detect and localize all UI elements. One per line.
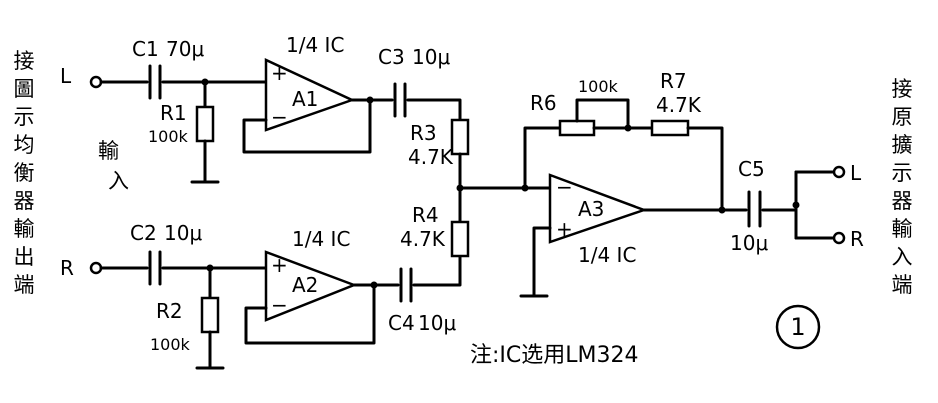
terminal-label-in-l: L bbox=[60, 64, 72, 88]
right-label-char: 擴 bbox=[892, 133, 913, 157]
resistor-r6 bbox=[558, 119, 596, 137]
terminal-label-out-r: R bbox=[850, 227, 864, 251]
wire bbox=[686, 126, 724, 212]
feedback-wire bbox=[523, 126, 562, 190]
resistor-r7 bbox=[650, 119, 690, 137]
c1-name: C1 bbox=[132, 37, 159, 61]
c4-name: C4 bbox=[388, 311, 415, 335]
capacitor-c2 bbox=[148, 250, 162, 286]
a2-name: A2 bbox=[292, 273, 318, 297]
r1-value: 100k bbox=[148, 127, 189, 146]
resistor-r3 bbox=[450, 118, 470, 156]
wire bbox=[532, 226, 552, 298]
left-label-char: 衡 bbox=[14, 161, 35, 185]
right-label-char: 輸 bbox=[892, 217, 913, 241]
note-text: 注:IC选用LM324 bbox=[470, 343, 639, 368]
c3-name: C3 bbox=[378, 45, 405, 69]
resistor-r2 bbox=[200, 296, 220, 334]
junction-dot bbox=[624, 124, 632, 132]
capacitor-c4 bbox=[399, 267, 413, 303]
c5-value: 10μ bbox=[730, 231, 768, 255]
a2-fraction: 1/4 IC bbox=[292, 227, 350, 251]
left-label-char: 接 bbox=[14, 49, 35, 73]
terminal-label-out-l: L bbox=[850, 161, 862, 185]
r2-name: R2 bbox=[156, 299, 183, 323]
feedback-wire-a2 bbox=[244, 283, 376, 345]
r4-name: R4 bbox=[412, 203, 439, 227]
output-stage: C5 10μ L R bbox=[730, 157, 864, 255]
r2-value: 100k bbox=[150, 335, 191, 354]
left-label-char: 圖 bbox=[14, 77, 35, 101]
output-terminal-r bbox=[832, 231, 846, 245]
feedback-wire-a1 bbox=[242, 98, 372, 154]
left-side-label: 接 圖 示 均 衡 器 輸 出 端 bbox=[14, 49, 35, 297]
capacitor-c5 bbox=[747, 190, 762, 228]
opamp-a2 bbox=[264, 250, 358, 322]
r6-name: R6 bbox=[530, 91, 557, 115]
figure-number-circle bbox=[775, 304, 821, 350]
a3-fraction: 1/4 IC bbox=[578, 243, 636, 267]
figure-number: 1 bbox=[790, 313, 805, 341]
plus-sign: + bbox=[271, 253, 288, 277]
left-label-char: 示 bbox=[14, 105, 35, 129]
c2-value: 10μ bbox=[164, 221, 202, 245]
c2-name: C2 bbox=[130, 221, 157, 245]
r3-name: R3 bbox=[410, 121, 437, 145]
input-label-char: 輸 bbox=[98, 139, 119, 163]
r4-value: 4.7K bbox=[400, 227, 446, 251]
a3-name: A3 bbox=[578, 197, 604, 221]
resistor-r4 bbox=[450, 220, 470, 258]
left-label-char: 輸 bbox=[14, 217, 35, 241]
minus-sign: − bbox=[271, 293, 288, 317]
resistor-r1 bbox=[195, 105, 215, 143]
junction-dot bbox=[366, 96, 374, 104]
opamp-a3 bbox=[548, 173, 648, 244]
right-label-char: 入 bbox=[892, 245, 913, 269]
junction-dot bbox=[370, 281, 378, 289]
capacitor-c3 bbox=[393, 82, 407, 118]
r1-name: R1 bbox=[160, 101, 187, 125]
wire bbox=[406, 98, 462, 122]
minus-sign: − bbox=[556, 175, 573, 199]
minus-sign: − bbox=[271, 105, 288, 129]
output-terminal-l bbox=[832, 165, 846, 179]
wire bbox=[412, 254, 462, 287]
right-side-label: 接 原 擴 示 器 輸 入 端 bbox=[892, 77, 913, 297]
input-label-char: 入 bbox=[108, 169, 129, 193]
left-label-char: 均 bbox=[14, 133, 35, 157]
capacitor-c1 bbox=[148, 64, 162, 100]
r7-name: R7 bbox=[660, 69, 687, 93]
right-label-char: 器 bbox=[892, 189, 913, 213]
plus-sign: + bbox=[556, 217, 573, 241]
left-channel-input-stage: L C1 70μ R1 100k + − A1 1/4 IC bbox=[60, 33, 470, 224]
r3-value: 4.7K bbox=[408, 145, 454, 169]
potentiometer-wiper bbox=[575, 98, 630, 130]
plus-sign: + bbox=[271, 61, 288, 85]
left-label-char: 器 bbox=[14, 189, 35, 213]
opamp-a1 bbox=[264, 58, 356, 132]
c1-value: 70μ bbox=[166, 37, 204, 61]
terminal-label-in-r: R bbox=[60, 256, 74, 280]
right-label-char: 示 bbox=[892, 161, 913, 185]
right-label-char: 端 bbox=[892, 273, 913, 297]
a1-fraction: 1/4 IC bbox=[286, 33, 344, 57]
r6-value: 100k bbox=[578, 77, 619, 96]
c4-value: 10μ bbox=[418, 311, 456, 335]
c3-value: 10μ bbox=[412, 45, 450, 69]
input-label: 輸 入 bbox=[98, 139, 129, 193]
mixer-stage: R6 100k R7 4.7K − + A3 1/4 IC bbox=[456, 69, 748, 298]
right-label-char: 接 bbox=[892, 77, 913, 101]
right-label-char: 原 bbox=[892, 105, 913, 129]
c5-name: C5 bbox=[738, 157, 765, 181]
left-label-char: 端 bbox=[14, 273, 35, 297]
a1-name: A1 bbox=[292, 87, 318, 111]
left-label-char: 出 bbox=[14, 245, 35, 269]
r7-value: 4.7K bbox=[656, 93, 702, 117]
right-channel-input-stage: R C2 10μ R2 100k + − A2 1/4 IC bbox=[60, 203, 470, 370]
junction-dot bbox=[718, 206, 726, 214]
